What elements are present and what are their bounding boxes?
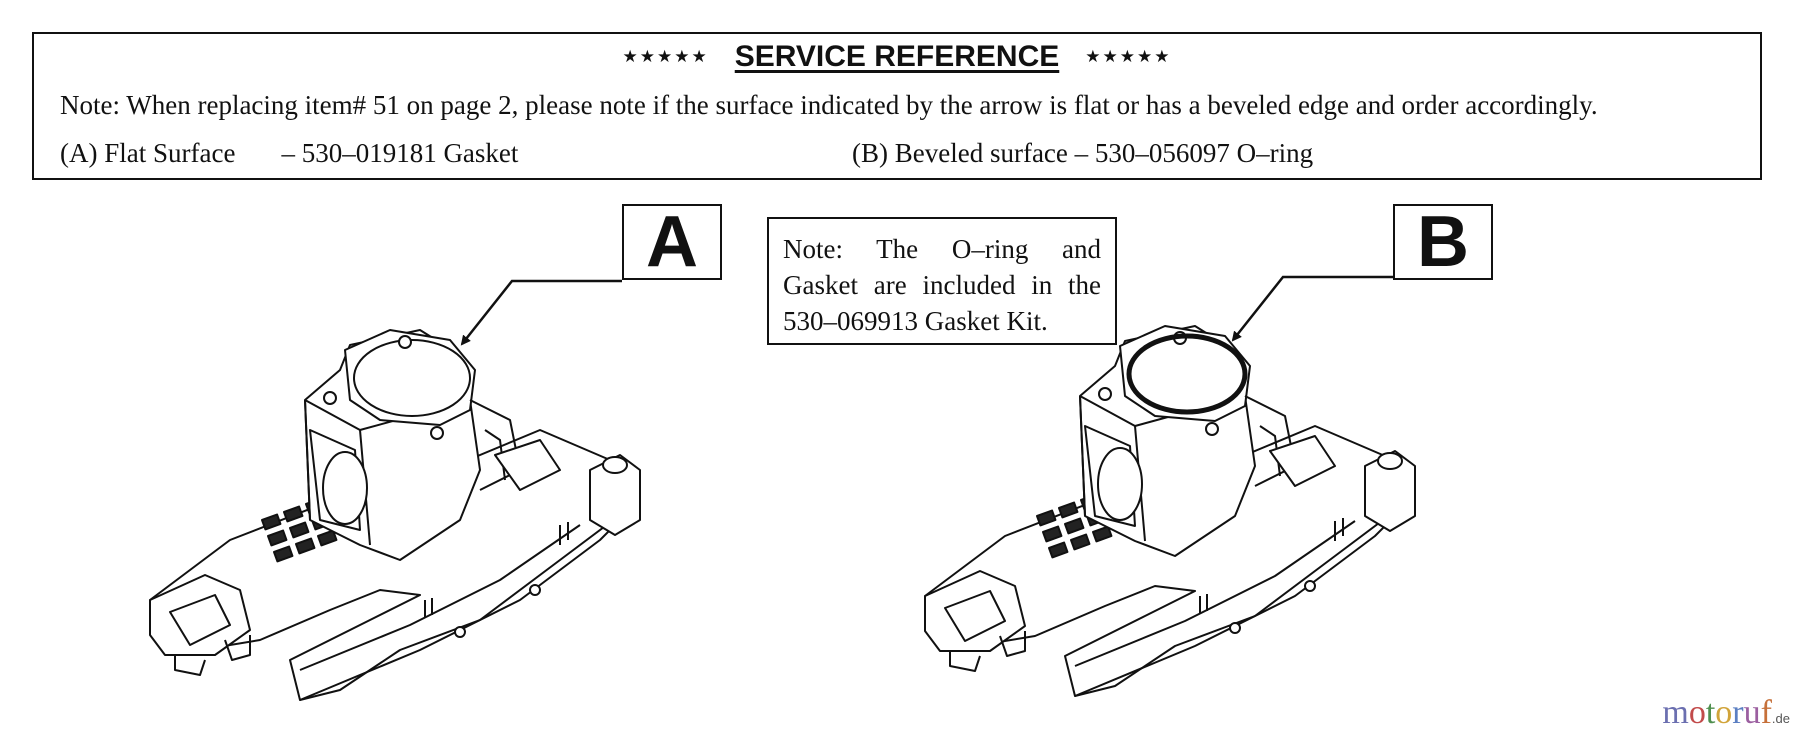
watermark-suffix: .de bbox=[1771, 711, 1790, 726]
crankcase-drawing-b bbox=[924, 275, 1416, 697]
option-a-label: (A) Flat Surface bbox=[60, 138, 236, 168]
o-ring-outline bbox=[1126, 333, 1248, 415]
watermark-letter: t bbox=[1705, 694, 1716, 731]
option-b-beveled-surface: (B) Beveled surface – 530–056097 O–ring bbox=[852, 138, 1314, 168]
label-b-box: B bbox=[1393, 204, 1493, 280]
motoruf-watermark: motoruf.de bbox=[1662, 694, 1790, 732]
service-reference-title: SERVICE REFERENCE bbox=[734, 40, 1060, 73]
watermark-letter: r bbox=[1732, 694, 1744, 731]
option-a-flat-surface: (A) Flat Surface – 530–019181 Gasket bbox=[60, 138, 518, 169]
watermark-letter: m bbox=[1662, 694, 1689, 731]
service-reference-box: ★★★★★ SERVICE REFERENCE ★★★★★ Note: When… bbox=[32, 32, 1762, 180]
watermark-letters: motoruf bbox=[1662, 694, 1772, 731]
crankcase-drawing-a bbox=[149, 279, 641, 701]
arrow-b bbox=[1231, 275, 1393, 342]
watermark-letter: o bbox=[1688, 694, 1706, 731]
option-a-part-code: – 530–019181 Gasket bbox=[281, 138, 519, 168]
label-a-box: A bbox=[622, 204, 722, 280]
replacement-note: Note: When replacing item# 51 on page 2,… bbox=[60, 90, 1598, 120]
arrow-a bbox=[460, 279, 622, 346]
title-row: ★★★★★ SERVICE REFERENCE ★★★★★ bbox=[34, 40, 1760, 74]
watermark-letter: o bbox=[1715, 694, 1733, 731]
stars-right: ★★★★★ bbox=[1085, 47, 1172, 67]
watermark-letter: f bbox=[1760, 694, 1772, 731]
stars-left: ★★★★★ bbox=[622, 47, 709, 67]
watermark-letter: u bbox=[1743, 694, 1761, 731]
gasket-kit-note: Note: The O–ring and Gasket are included… bbox=[767, 217, 1117, 345]
